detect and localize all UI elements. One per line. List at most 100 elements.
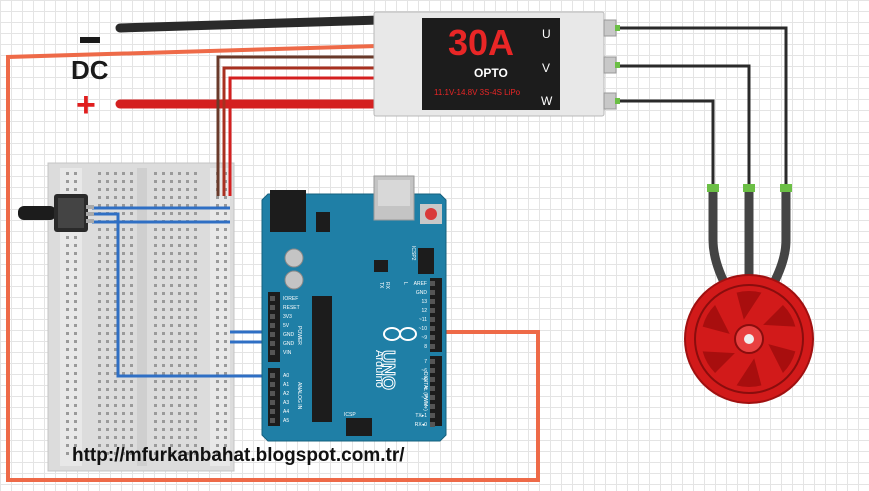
breadboard-hole: [194, 348, 197, 351]
breadboard-hole: [130, 236, 133, 239]
breadboard-hole: [154, 196, 157, 199]
breadboard-hole: [170, 244, 173, 247]
pin-label: IOREF: [283, 296, 298, 302]
breadboard-hole: [178, 404, 181, 407]
breadboard-hole: [154, 404, 157, 407]
breadboard-hole: [98, 276, 101, 279]
header-pin: [270, 409, 275, 414]
breadboard-hole: [66, 340, 69, 343]
breadboard-hole: [130, 348, 133, 351]
breadboard-hole: [162, 332, 165, 335]
breadboard-hole: [106, 348, 109, 351]
breadboard-hole: [66, 308, 69, 311]
breadboard-hole: [162, 172, 165, 175]
breadboard-hole: [130, 404, 133, 407]
voltage-regulator: [316, 212, 330, 232]
breadboard-hole: [186, 436, 189, 439]
breadboard-hole: [194, 172, 197, 175]
breadboard-hole: [186, 356, 189, 359]
breadboard-hole: [130, 252, 133, 255]
header-pin: [270, 350, 275, 355]
breadboard-hole: [170, 212, 173, 215]
breadboard-hole: [224, 252, 227, 255]
pot-face: [58, 198, 84, 228]
pin-label: GND: [283, 332, 295, 338]
breadboard-hole: [74, 244, 77, 247]
breadboard-hole: [162, 420, 165, 423]
breadboard-hole: [194, 324, 197, 327]
breadboard-hole: [154, 172, 157, 175]
breadboard-hole: [66, 388, 69, 391]
breadboard-hole: [106, 180, 109, 183]
breadboard-hole: [122, 284, 125, 287]
breadboard-hole: [178, 244, 181, 247]
pin-label: A4: [283, 409, 289, 415]
breadboard-hole: [170, 372, 173, 375]
breadboard-hole: [170, 196, 173, 199]
header-pin: [270, 391, 275, 396]
breadboard-hole: [224, 324, 227, 327]
motor-shaft: [744, 334, 754, 344]
breadboard-hole: [98, 292, 101, 295]
breadboard-hole: [186, 180, 189, 183]
motor-connector-v: [743, 184, 755, 192]
breadboard-hole: [98, 388, 101, 391]
breadboard-hole: [106, 284, 109, 287]
header-pin: [270, 296, 275, 301]
motor-vent: [768, 344, 796, 373]
breadboard-hole: [106, 372, 109, 375]
breadboard-hole: [162, 204, 165, 207]
breadboard-hole: [162, 356, 165, 359]
header-pin: [270, 314, 275, 319]
breadboard-hole: [74, 316, 77, 319]
breadboard-hole: [224, 260, 227, 263]
esc-phase-w: W: [541, 94, 553, 108]
breadboard-hole: [154, 204, 157, 207]
wire-phase-w: [615, 99, 715, 185]
breadboard-hole: [194, 292, 197, 295]
breadboard-hole: [178, 452, 181, 455]
breadboard-hole: [114, 412, 117, 415]
breadboard-hole: [178, 276, 181, 279]
breadboard-hole: [186, 228, 189, 231]
breadboard-hole: [186, 420, 189, 423]
breadboard-hole: [162, 236, 165, 239]
breadboard-hole: [66, 324, 69, 327]
breadboard-hole: [154, 428, 157, 431]
breadboard-hole: [216, 244, 219, 247]
breadboard-hole: [178, 372, 181, 375]
breadboard-hole: [216, 300, 219, 303]
breadboard-hole: [170, 380, 173, 383]
reset-button: [425, 208, 437, 220]
breadboard-hole: [74, 188, 77, 191]
breadboard-hole: [66, 372, 69, 375]
wire-esc-bec-red2: [228, 76, 378, 196]
breadboard-hole: [170, 316, 173, 319]
breadboard-hole: [66, 420, 69, 423]
breadboard-hole: [162, 308, 165, 311]
breadboard-hole: [194, 244, 197, 247]
breadboard-hole: [122, 300, 125, 303]
pot-shaft: [18, 206, 56, 220]
breadboard-hole: [154, 284, 157, 287]
breadboard-hole: [122, 204, 125, 207]
breadboard-hole: [122, 412, 125, 415]
breadboard-hole: [224, 244, 227, 247]
breadboard-hole: [194, 284, 197, 287]
motor-vent: [736, 358, 762, 387]
breadboard-hole: [154, 340, 157, 343]
breadboard-hole: [224, 388, 227, 391]
breadboard-hole: [98, 308, 101, 311]
breadboard-hole: [66, 236, 69, 239]
breadboard-hole: [170, 300, 173, 303]
pin-label: A5: [283, 418, 289, 424]
breadboard-hole: [186, 260, 189, 263]
breadboard-hole: [186, 292, 189, 295]
breadboard-hole: [122, 324, 125, 327]
breadboard-hole: [162, 436, 165, 439]
breadboard-hole: [114, 436, 117, 439]
pin-label: 8: [424, 344, 427, 350]
dc-label: DC: [71, 55, 109, 85]
breadboard-hole: [178, 252, 181, 255]
breadboard-hole: [74, 276, 77, 279]
